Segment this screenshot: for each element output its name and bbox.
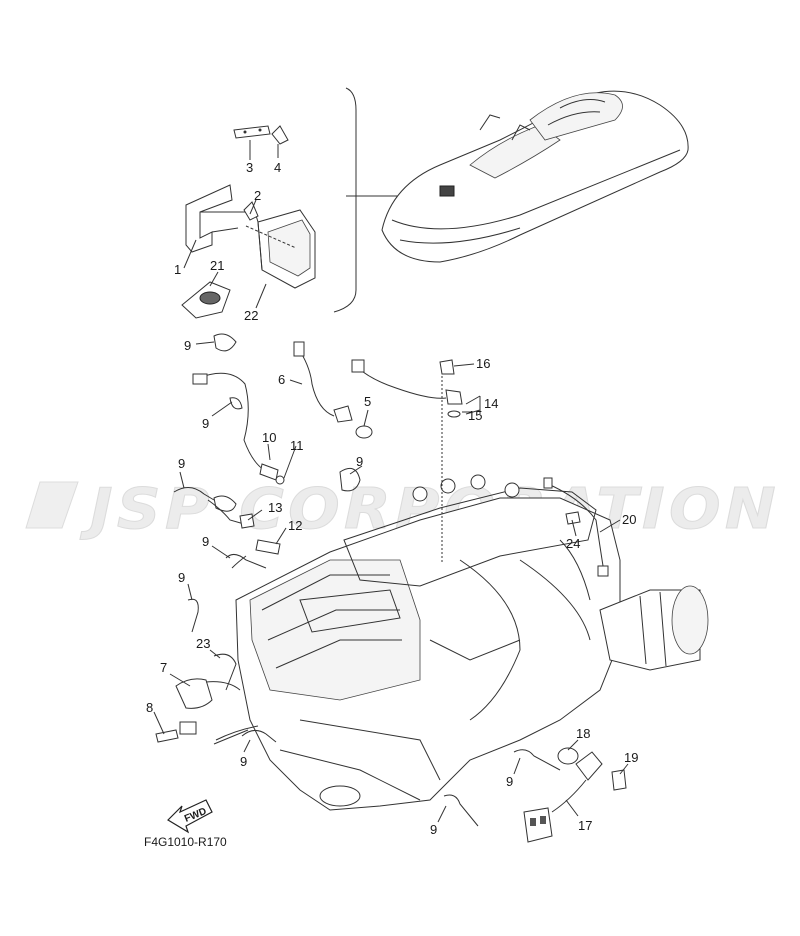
cylinder-head [343,487,597,587]
callout-1: 1 [174,262,181,277]
callout-11: 11 [290,438,304,453]
callout-10: 10 [262,430,276,445]
callout-4: 4 [274,160,281,175]
callout-24: 24 [566,536,580,551]
ecu-plate [233,125,271,139]
callout-12: 12 [288,518,302,533]
callout-7: 7 [160,660,167,675]
engine-block [235,474,709,811]
callout-19: 19 [624,750,638,765]
callout-labels: 3 4 2 1 21 22 9 6 16 14 15 5 9 10 11 9 9… [146,160,638,837]
callout-16: 16 [476,356,490,371]
sensor-harnesses [192,333,463,569]
callout-8: 8 [146,700,153,715]
callout-6: 6 [278,372,285,387]
callout-5: 5 [364,394,371,409]
inset-bracket [333,87,357,313]
callout-9h: 9 [506,774,513,789]
callout-9b: 9 [202,416,209,431]
callout-9f: 9 [178,570,185,585]
fwd-arrow: FWD [167,799,213,834]
leader-lines [153,140,629,823]
callout-3: 3 [246,160,253,175]
callout-22: 22 [244,308,258,323]
callout-17: 17 [578,818,592,833]
callout-14: 14 [484,396,498,411]
callout-20: 20 [622,512,636,527]
callout-21: 21 [210,258,224,273]
callout-9c: 9 [178,456,185,471]
watercraft-illustration [381,90,689,263]
callout-9g: 9 [240,754,247,769]
figure-code: F4G1010-R170 [144,835,227,849]
callout-18: 18 [576,726,590,741]
ecu-bracket [185,184,233,253]
sensor-17-group [523,747,627,843]
callout-23: 23 [196,636,210,651]
callout-13: 13 [268,500,282,515]
sensor-lead-20 [543,477,609,577]
callout-9e: 9 [202,534,209,549]
callout-9d: 9 [356,454,363,469]
callout-15: 15 [468,408,482,423]
watermark-logo-mark [25,481,79,529]
ecu-screw-4 [271,125,289,145]
intake-box [249,559,421,701]
callout-9a: 9 [184,338,191,353]
callout-9i: 9 [430,822,437,837]
callout-2: 2 [254,188,261,203]
sensor-7-group [155,653,259,743]
ecu-assembly [181,125,316,319]
